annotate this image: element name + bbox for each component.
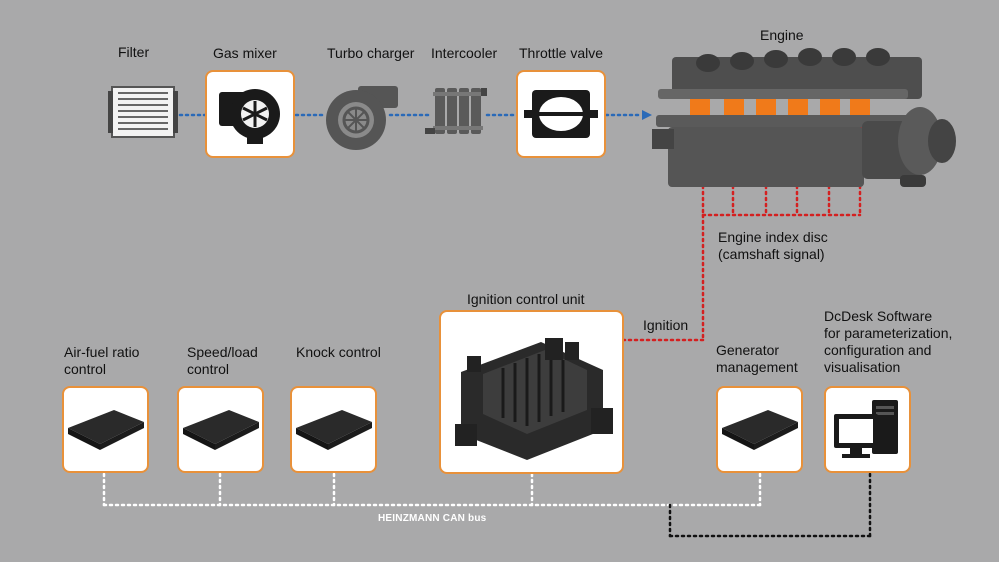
ignition-label: Ignition [643,317,689,333]
ignition-unit-icon [455,338,613,460]
gas-mixer-icon [219,89,280,144]
ecu-icon [68,410,144,450]
engine-icon [652,48,956,187]
ecu-icon [722,410,798,450]
dcdesk-label-line2: for parameterization, [824,325,953,341]
intercooler-icon [425,88,487,134]
filter-label: Filter [118,44,150,60]
speed-load-control-box [177,386,264,473]
dcdesk-label-line3: configuration and [824,342,932,358]
dcdesk-label-line1: DcDesk Software [824,308,933,324]
air-flow-arrow [642,110,652,120]
turbo-charger-icon [326,86,398,150]
filter-icon [108,86,178,138]
generator-label-line2: management [716,359,798,375]
ecu-icon [296,410,372,450]
air-fuel-label-line2: control [64,361,107,377]
generator-label-line1: Generator [716,342,780,358]
engine-index-disc-line1: Engine index disc [718,229,828,245]
knock-control-label: Knock control [296,344,381,360]
throttle-valve-icon [524,90,598,138]
dcdesk-link-line [668,472,872,538]
computer-icon [834,400,898,458]
throttle-valve-label: Throttle valve [519,45,604,61]
speed-load-label-line1: Speed/load [187,344,258,360]
dcdesk-label-line4: visualisation [824,359,901,375]
engine-label: Engine [760,27,804,43]
turbo-charger-label: Turbo charger [327,45,415,61]
engine-index-disc-line2: (camshaft signal) [718,246,825,262]
can-bus-line [102,472,762,507]
knock-control-box [290,386,377,473]
intercooler-label: Intercooler [431,45,498,61]
gas-mixer-box [205,70,295,158]
ignition-control-unit-box [439,310,624,474]
air-fuel-ratio-control-box [62,386,149,473]
gas-mixer-label: Gas mixer [213,45,277,61]
speed-load-label-line2: control [187,361,230,377]
can-bus-label: HEINZMANN CAN bus [378,513,487,524]
ecu-icon [183,410,259,450]
generator-management-box [716,386,803,473]
dcdesk-software-box [824,386,911,473]
air-fuel-label-line1: Air-fuel ratio [64,344,140,360]
throttle-valve-box [516,70,606,158]
ignition-control-unit-label: Ignition control unit [467,291,585,307]
